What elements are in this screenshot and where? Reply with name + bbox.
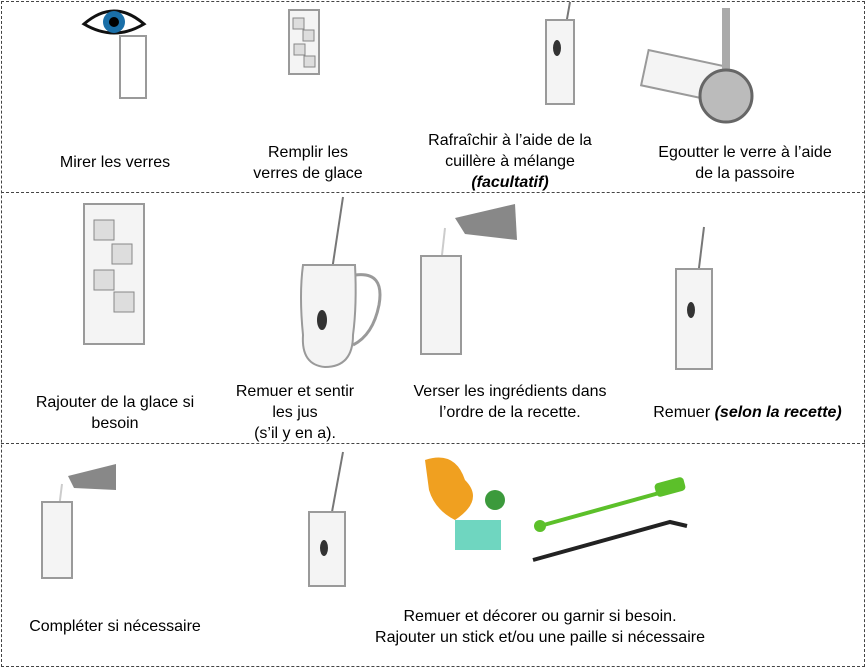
garnish-straw-icon	[425, 457, 688, 562]
caption-line: besoin	[91, 415, 139, 432]
caption-line: l’ordre de la recette.	[439, 404, 581, 421]
step-caption: Remuer et décorer ou garnir si besoin. Ra…	[330, 606, 750, 648]
step-caption: Rajouter de la glace si besoin	[15, 392, 215, 434]
caption-line: Remuer et sentir	[235, 383, 355, 400]
caption-line: Mirer les verres	[59, 154, 171, 171]
strainer-icon	[640, 8, 754, 124]
caption-line: Rajouter de la glace si	[35, 394, 195, 411]
caption-line: Remuer	[653, 404, 715, 421]
glass-spoon-icon	[675, 226, 713, 370]
glass-spoon-icon	[545, 1, 575, 105]
caption-line: Remuer et décorer ou garnir si besoin.	[403, 608, 677, 625]
glass-ice-icon	[83, 203, 145, 345]
bottle-pour-icon	[420, 204, 517, 355]
caption-line: cuillère à mélange	[445, 153, 575, 170]
step-caption: Mirer les verres	[30, 152, 200, 173]
caption-line: verres de glace	[253, 165, 363, 182]
caption-line: Rajouter un stick et/ou une paille si né…	[375, 629, 705, 646]
caption-line: Compléter si nécessaire	[29, 618, 201, 635]
caption-emphasis: (facultatif)	[471, 174, 549, 191]
step-caption: Egoutter le verre à l’aide de la passoire	[630, 142, 860, 184]
bottle-pour-icon	[41, 464, 116, 579]
step-caption: Remuer (selon la recette)	[630, 402, 865, 423]
step-caption: Rafraîchir à l’aide de la cuillère à méla…	[400, 130, 620, 193]
row-divider	[1, 443, 865, 444]
step-caption: Verser les ingrédients dans l’ordre de la…	[390, 381, 630, 423]
row-divider	[1, 192, 865, 193]
pitcher-icon	[300, 196, 382, 369]
step-caption: Remuer et sentir les jus (s’il y en a).	[225, 381, 365, 444]
eye-glass-icon	[81, 9, 147, 99]
caption-line: Remplir les	[267, 144, 348, 161]
caption-line: Verser les ingrédients dans	[413, 383, 607, 400]
caption-line: (s’il y en a).	[254, 425, 336, 442]
caption-line: de la passoire	[695, 165, 795, 182]
glass-ice-icon	[288, 9, 320, 75]
caption-line: Rafraîchir à l’aide de la	[428, 132, 592, 149]
caption-line: Egoutter le verre à l’aide	[658, 144, 832, 161]
step-caption: Remplir les verres de glace	[228, 142, 388, 184]
caption-emphasis: (selon la recette)	[714, 404, 842, 421]
step-caption: Compléter si nécessaire	[10, 616, 220, 637]
caption-line: les jus	[272, 404, 318, 421]
glass-spoon-icon	[308, 451, 346, 587]
